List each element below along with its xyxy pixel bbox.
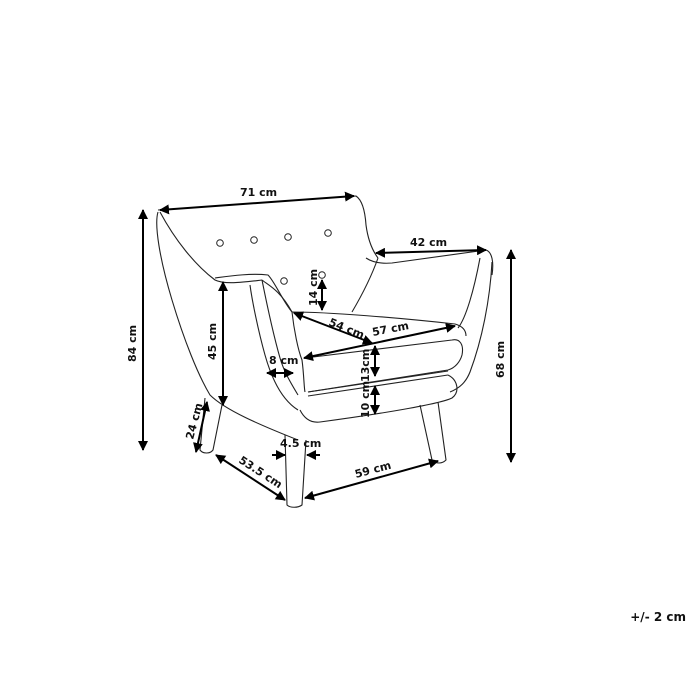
label-base-thickness: 10 cm	[359, 381, 372, 418]
arrow-armrest-depth	[375, 245, 487, 258]
seat-cushion-front	[304, 339, 464, 393]
right-arm-front	[457, 257, 481, 329]
label-cushion-thickness: 13cm	[359, 349, 372, 382]
button	[250, 236, 258, 244]
label-leg-width: 4.5 cm	[280, 437, 321, 450]
button	[284, 233, 292, 241]
arrow-leg-height	[193, 401, 210, 453]
label-armrest-depth: 42 cm	[410, 236, 447, 249]
label-height-total: 84 cm	[126, 325, 139, 362]
backrest-top	[157, 195, 379, 259]
left-arm-inner	[159, 211, 263, 284]
left-arm-front	[261, 279, 299, 396]
label-width-base: 59 cm	[353, 459, 392, 481]
tolerance-note: +/- 2 cm	[630, 610, 686, 624]
dimension-labels: 71 cm 42 cm 84 cm 68 cm 45 cm 14 cm 54 c…	[126, 186, 507, 491]
left-arm-outer	[156, 211, 299, 441]
left-arm-top	[214, 273, 293, 313]
label-back-height: 45 cm	[206, 323, 219, 360]
label-back-above-cushion: 14 cm	[307, 269, 320, 306]
seat-cushion-front-left	[291, 311, 306, 393]
left-arm-front2	[249, 284, 299, 411]
backrest-inner	[261, 279, 293, 313]
button	[216, 239, 224, 247]
tufting-buttons	[216, 229, 332, 285]
dimension-arrows	[138, 191, 516, 501]
right-arm-outer	[449, 261, 493, 393]
base-front	[299, 374, 458, 423]
label-arm-width: 8 cm	[269, 354, 298, 367]
arrow-depth-base	[215, 454, 286, 501]
arrow-width-total	[159, 191, 355, 215]
base-top2	[307, 374, 449, 397]
label-width-total: 71 cm	[240, 186, 277, 199]
label-height-arm: 68 cm	[494, 341, 507, 378]
button	[318, 271, 326, 279]
arrow-width-base	[304, 458, 439, 501]
base-top	[307, 370, 449, 393]
label-seat-depth: 54 cm	[327, 316, 366, 342]
button	[324, 229, 332, 237]
leg-front-right	[419, 401, 447, 464]
right-arm-inner	[351, 257, 379, 313]
leg-front-left	[284, 434, 307, 508]
button	[280, 277, 288, 285]
arrow-seat-width	[303, 322, 456, 362]
